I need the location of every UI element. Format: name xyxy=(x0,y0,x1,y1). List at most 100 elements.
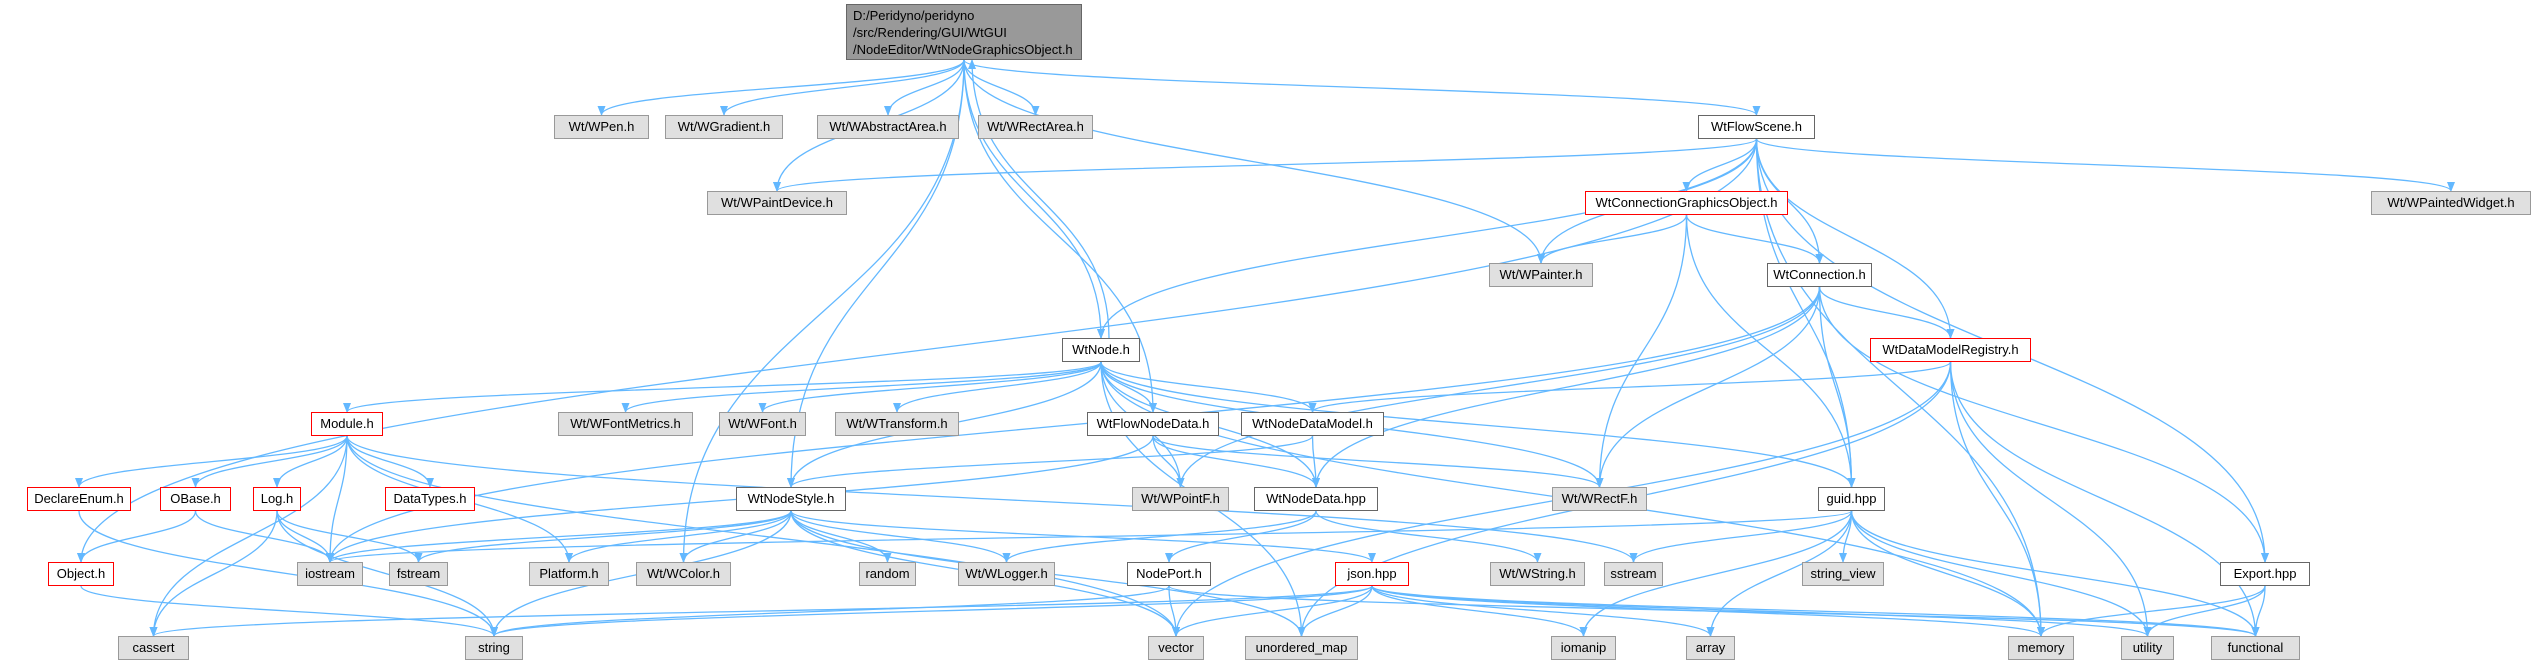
node-datatypes[interactable]: DataTypes.h xyxy=(385,487,475,511)
node-declareenum[interactable]: DeclareEnum.h xyxy=(27,487,131,511)
node-wfont[interactable]: Wt/WFont.h xyxy=(719,412,806,436)
node-platform[interactable]: Platform.h xyxy=(529,562,609,586)
node-wtdatamodelreg[interactable]: WtDataModelRegistry.h xyxy=(1870,338,2031,362)
edge-wtconngfx-to-wpainter xyxy=(1537,214,1688,264)
node-wtconnection[interactable]: WtConnection.h xyxy=(1767,263,1872,287)
edge-guid-to-functional xyxy=(1850,510,2260,637)
edge-module-to-datatypes xyxy=(346,435,434,488)
node-label: Wt/WRectF.h xyxy=(1561,491,1638,506)
node-label: memory xyxy=(2017,640,2065,655)
node-string[interactable]: string xyxy=(465,636,523,660)
node-exporth[interactable]: Export.hpp xyxy=(2220,562,2310,586)
edge-wtnodestyle-to-wcolor xyxy=(679,510,792,563)
edge-obase-to-objecth xyxy=(77,510,197,563)
node-wgradient[interactable]: Wt/WGradient.h xyxy=(665,115,783,139)
edge-json-to-functional xyxy=(1371,585,2260,637)
node-iostream[interactable]: iostream xyxy=(297,562,363,586)
edge-wtconnection-to-guid xyxy=(1818,286,1856,488)
node-label: Wt/WGradient.h xyxy=(677,119,771,134)
node-wtnodedatamodel[interactable]: WtNodeDataModel.h xyxy=(1241,412,1384,436)
node-label: WtNodeDataModel.h xyxy=(1252,416,1373,431)
node-unorderedmap[interactable]: unordered_map xyxy=(1245,636,1358,660)
edge-guid-to-array xyxy=(1706,510,1853,637)
node-label: Wt/WPainter.h xyxy=(1499,267,1583,282)
node-wpaintdevice[interactable]: Wt/WPaintDevice.h xyxy=(707,191,847,215)
edge-guid-to-iomanip xyxy=(1579,510,1853,637)
edge-root-to-wtnode xyxy=(963,59,1105,339)
node-wtransform[interactable]: Wt/WTransform.h xyxy=(835,412,959,436)
node-wpen[interactable]: Wt/WPen.h xyxy=(554,115,649,139)
node-json[interactable]: json.hpp xyxy=(1335,562,1409,586)
node-obase[interactable]: OBase.h xyxy=(160,487,231,511)
node-wtflownodedata[interactable]: WtFlowNodeData.h xyxy=(1087,412,1219,436)
node-label: WtFlowScene.h xyxy=(1710,119,1803,134)
node-objecth[interactable]: Object.h xyxy=(48,562,114,586)
edge-wtnodestyle-to-platform xyxy=(565,510,792,563)
node-label: Module.h xyxy=(320,416,374,431)
edge-root-to-wpen xyxy=(597,59,965,116)
edge-wtnode-to-module xyxy=(343,361,1102,413)
edge-wtnodedatamodel-to-wtnodedata xyxy=(1311,435,1320,488)
node-wtnodestyle[interactable]: WtNodeStyle.h xyxy=(736,487,846,511)
node-sstream[interactable]: sstream xyxy=(1604,562,1663,586)
edge-exporth-to-memory xyxy=(2037,585,2266,637)
node-wfontmetrics[interactable]: Wt/WFontMetrics.h xyxy=(558,412,693,436)
edge-wtconnection-to-iostream xyxy=(326,286,1821,563)
edge-exporth-to-utility xyxy=(2143,585,2266,637)
node-wstring[interactable]: Wt/WString.h xyxy=(1490,562,1585,586)
node-label: utility xyxy=(2132,640,2163,655)
node-label: vector xyxy=(1158,640,1194,655)
node-log[interactable]: Log.h xyxy=(253,487,301,511)
node-wpaintedwidget[interactable]: Wt/WPaintedWidget.h xyxy=(2371,191,2531,215)
edge-wtdatamodelreg-to-utility xyxy=(1949,361,2152,637)
node-wtnode[interactable]: WtNode.h xyxy=(1062,338,1140,362)
node-label: iostream xyxy=(305,566,355,581)
node-label: WtConnectionGraphicsObject.h xyxy=(1595,195,1778,210)
node-wpointf[interactable]: Wt/WPointF.h xyxy=(1132,487,1229,511)
node-wabstractarea[interactable]: Wt/WAbstractArea.h xyxy=(817,115,959,139)
node-label: WtNodeData.hpp xyxy=(1266,491,1366,506)
edge-objecth-to-string xyxy=(80,585,498,637)
node-wtnodedata[interactable]: WtNodeData.hpp xyxy=(1254,487,1378,511)
edge-wtflowscene-to-wpaintedwidget xyxy=(1755,138,2455,192)
node-label: Wt/WString.h xyxy=(1499,566,1576,581)
node-fstream[interactable]: fstream xyxy=(389,562,448,586)
edge-root-to-wpainter xyxy=(963,59,1545,264)
node-cassert[interactable]: cassert xyxy=(118,636,189,660)
edge-wtnodedata-to-wstring xyxy=(1315,510,1542,563)
node-wlogger[interactable]: Wt/WLogger.h xyxy=(958,562,1055,586)
node-label: Platform.h xyxy=(539,566,599,581)
node-wtflowscene[interactable]: WtFlowScene.h xyxy=(1698,115,1815,139)
node-label: WtNodeStyle.h xyxy=(747,491,835,506)
node-iomanip[interactable]: iomanip xyxy=(1551,636,1616,660)
node-label: random xyxy=(865,566,910,581)
node-wtconngfx[interactable]: WtConnectionGraphicsObject.h xyxy=(1585,191,1788,215)
edge-log-to-string xyxy=(276,510,498,637)
root-file-node[interactable]: D:/Peridyno/peridyno/src/Rendering/GUI/W… xyxy=(846,4,1082,60)
node-random[interactable]: random xyxy=(859,562,916,586)
edge-guid-to-iostream xyxy=(326,510,1853,563)
node-guid[interactable]: guid.hpp xyxy=(1818,487,1885,511)
node-nodeport[interactable]: NodePort.h xyxy=(1127,562,1211,586)
edge-log-to-iostream xyxy=(276,510,334,563)
node-wpainter[interactable]: Wt/WPainter.h xyxy=(1489,263,1593,287)
node-utility[interactable]: utility xyxy=(2121,636,2174,660)
edge-json-to-string xyxy=(490,585,1373,637)
node-stringview[interactable]: string_view xyxy=(1802,562,1884,586)
edge-exporth-to-functional xyxy=(2251,585,2266,637)
node-wrectf[interactable]: Wt/WRectF.h xyxy=(1552,487,1647,511)
edge-module-to-iostream xyxy=(326,435,348,563)
edge-wtconnection-to-wtnodedata xyxy=(1312,286,1821,488)
node-wrectarea[interactable]: Wt/WRectArea.h xyxy=(978,115,1093,139)
node-array[interactable]: array xyxy=(1686,636,1735,660)
node-module[interactable]: Module.h xyxy=(311,412,383,436)
edge-module-to-cassert xyxy=(149,435,348,637)
node-wcolor[interactable]: Wt/WColor.h xyxy=(636,562,731,586)
edge-wtconngfx-to-guid xyxy=(1685,214,1856,488)
edge-module-to-log xyxy=(273,435,348,488)
node-functional[interactable]: functional xyxy=(2211,636,2300,660)
node-memory[interactable]: memory xyxy=(2008,636,2074,660)
node-vector[interactable]: vector xyxy=(1148,636,1204,660)
node-label: Object.h xyxy=(56,566,106,581)
edge-log-to-cassert xyxy=(149,510,278,637)
